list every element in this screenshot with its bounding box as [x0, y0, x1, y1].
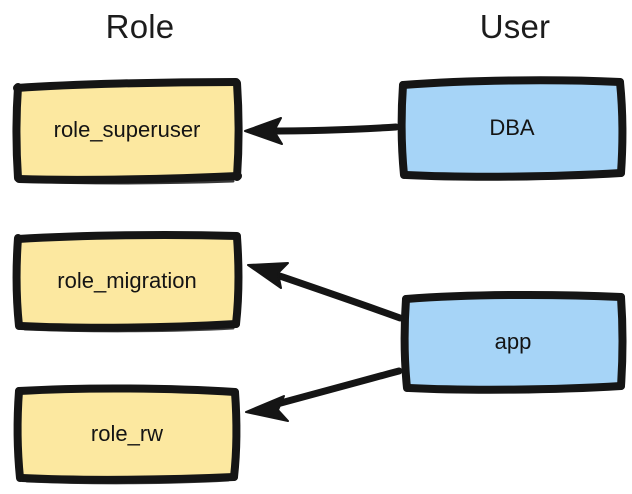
- column-title-user: User: [479, 8, 551, 45]
- node-role-rw[interactable]: role_rw: [13, 384, 241, 485]
- node-user-app[interactable]: app: [400, 290, 627, 394]
- node-shape-role-superuser: [12, 78, 243, 185]
- node-role-superuser[interactable]: role_superuser: [12, 78, 243, 185]
- node-shape-dba: [397, 76, 627, 181]
- node-shape-role-migration: [12, 231, 243, 333]
- node-shape-app: [400, 290, 627, 394]
- node-shape-role-rw: [13, 384, 241, 485]
- node-user-dba[interactable]: DBA: [397, 76, 627, 181]
- node-role-migration[interactable]: role_migration: [12, 231, 243, 333]
- edge-app-to-role-rw: [245, 367, 403, 422]
- edge-app-to-role-migration: [247, 262, 404, 322]
- edge-dba-to-role-superuser: [244, 117, 400, 145]
- column-title-role: Role: [105, 8, 175, 45]
